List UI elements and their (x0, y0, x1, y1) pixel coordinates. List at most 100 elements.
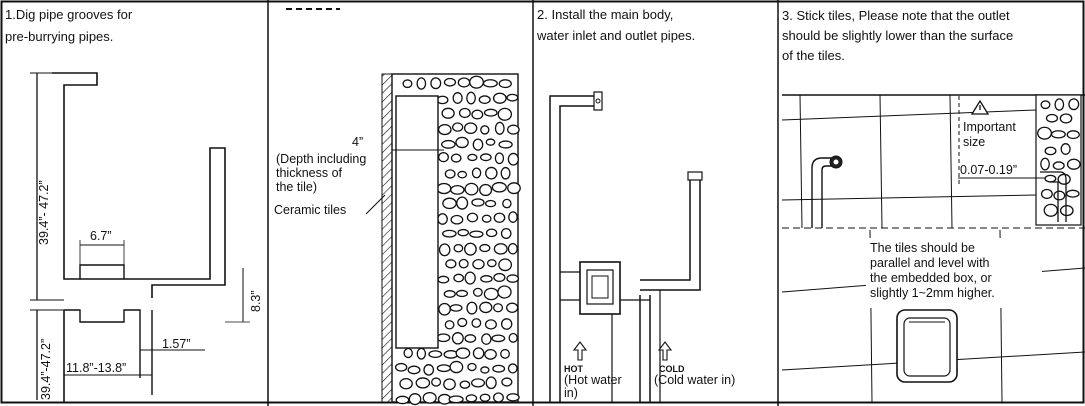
stone (467, 153, 478, 162)
ceramic-tiles-label: Ceramic tiles (274, 203, 346, 217)
stone (497, 107, 513, 121)
stone (449, 304, 463, 312)
stone (441, 107, 455, 119)
stone (430, 77, 442, 90)
stone (481, 333, 492, 345)
stone (506, 124, 520, 135)
important-label: Important (963, 120, 1016, 134)
stone (416, 77, 427, 90)
stone (423, 364, 435, 376)
stone (493, 272, 506, 283)
stone (1050, 130, 1066, 139)
stone (507, 242, 518, 255)
stone (437, 124, 452, 136)
stone (480, 125, 490, 135)
stone (501, 377, 513, 387)
depth-note-line1: (Depth including (276, 152, 366, 166)
stone (472, 287, 483, 297)
stone (498, 258, 513, 272)
pipe-offset-label: 1.57” (162, 337, 191, 351)
panel3-caption-line1: 2. Install the main body, (537, 7, 673, 22)
stone (502, 198, 512, 209)
box-outline (64, 309, 141, 378)
stone (403, 347, 413, 359)
stone (1037, 126, 1052, 140)
tiles-note-line3: the embedded box, or (870, 271, 992, 285)
ceramic-tile-layer (381, 73, 393, 403)
stone (494, 152, 505, 165)
stone (450, 214, 464, 225)
hot-label-line2: in) (564, 386, 578, 400)
box-width-label: 11.8”-13.8” (66, 361, 126, 375)
stone (394, 362, 408, 372)
stone (457, 317, 468, 328)
stone (491, 181, 507, 193)
stone (407, 365, 421, 375)
stone (449, 360, 464, 374)
stone (445, 259, 457, 269)
depth-note-line3: the tile) (276, 180, 317, 194)
stone (466, 301, 478, 315)
stone (478, 95, 491, 105)
stone (1066, 130, 1080, 140)
panel-2-wall-section: 4” (Depth including thickness of the til… (274, 8, 521, 406)
stone (506, 393, 520, 402)
stone (507, 363, 518, 374)
hot-tag: HOT (564, 364, 584, 374)
stone (486, 259, 497, 268)
stone (497, 285, 512, 299)
stone (1053, 190, 1066, 201)
stone (457, 228, 470, 237)
stone (457, 77, 471, 88)
stone (471, 198, 485, 207)
stone (448, 395, 464, 404)
stone (479, 301, 493, 314)
stone (455, 347, 471, 359)
stone (500, 227, 512, 240)
stone (455, 136, 469, 149)
stone (444, 169, 456, 179)
stone (416, 347, 427, 360)
important-size-label: size (963, 135, 985, 149)
stone (480, 366, 490, 374)
tiles-note-bg (866, 238, 1042, 308)
stone (463, 242, 477, 256)
stone (493, 243, 508, 255)
panel-3-main-body: 2. Install the main body, water inlet an… (536, 7, 735, 402)
stone (1040, 188, 1053, 200)
depth-value-label: 4” (352, 135, 363, 149)
stone (469, 75, 484, 89)
stone (1043, 203, 1059, 217)
stone (450, 153, 462, 163)
stone (436, 333, 451, 343)
stone (443, 350, 459, 359)
stone (485, 228, 498, 238)
wall-groove-outline (52, 72, 226, 298)
stone (422, 391, 437, 404)
hot-label-line1: (Hot water (564, 373, 622, 387)
stone (484, 348, 497, 360)
cold-tag: COLD (659, 364, 685, 374)
stone (498, 79, 512, 89)
cold-pipe (639, 295, 651, 402)
stone (395, 395, 410, 405)
stone (494, 121, 505, 135)
stone (408, 393, 422, 406)
height-total-label: 39.4”- 47.2” (37, 180, 51, 245)
stone (1054, 98, 1065, 111)
stone (1044, 146, 1057, 156)
stone (452, 92, 463, 104)
stone (471, 167, 482, 179)
stone (493, 303, 504, 313)
stone (453, 243, 464, 253)
stone (1068, 98, 1080, 111)
panel-1-pipe-grooves: 1.Dig pipe grooves for pre-burrying pipe… (5, 7, 263, 402)
stone (485, 166, 498, 180)
outlet-detail (1040, 171, 1067, 222)
stone (482, 79, 498, 88)
tiles-note-line4: slightly 1~2mm higher. (870, 286, 995, 300)
up-arrow-icon (657, 341, 673, 361)
stone (493, 212, 506, 223)
stone (472, 138, 484, 151)
